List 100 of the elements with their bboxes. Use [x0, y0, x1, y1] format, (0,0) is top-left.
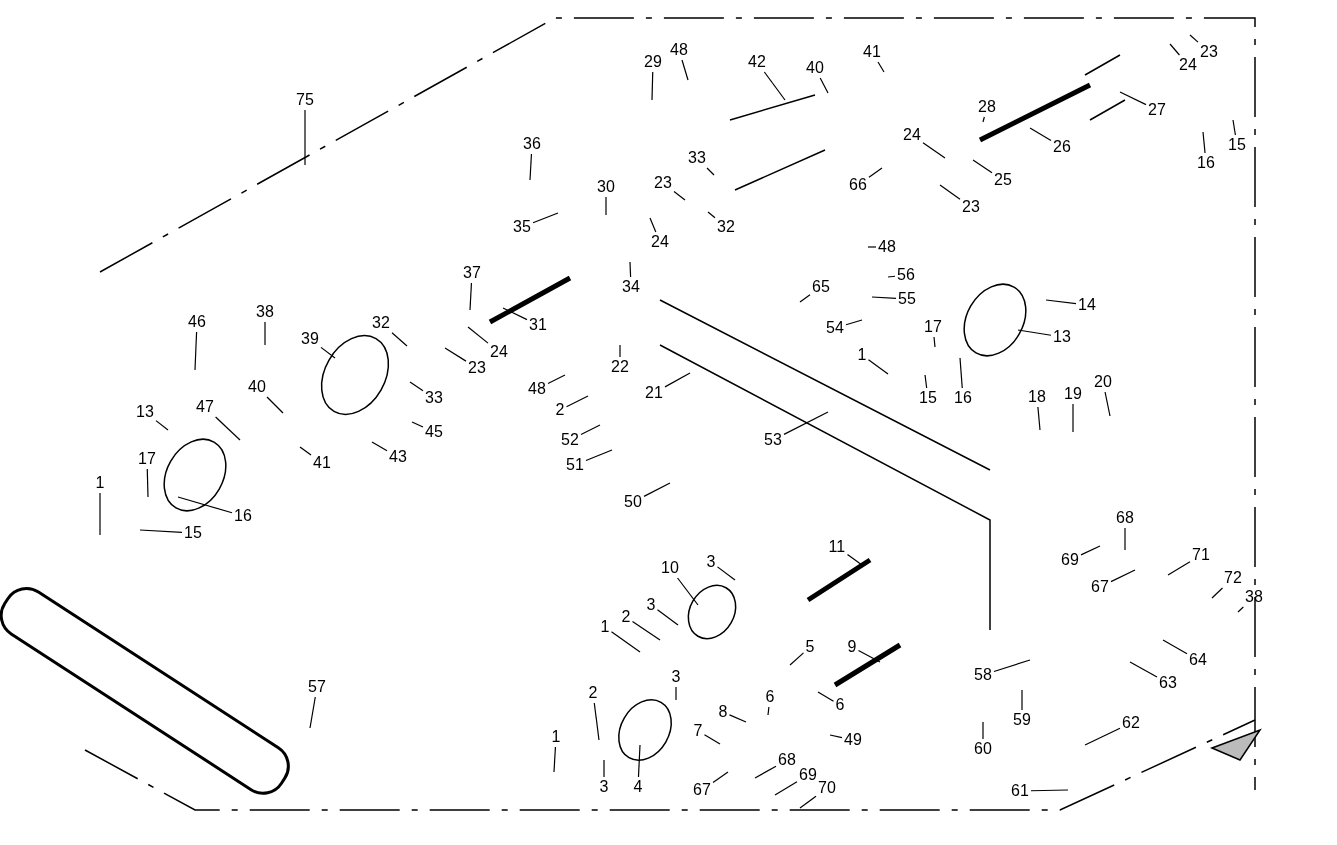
callout-number: 23 [1200, 44, 1218, 60]
callout-number: 40 [248, 379, 266, 395]
leader-line [1232, 119, 1236, 136]
leader-line [982, 721, 984, 740]
leader-line [1045, 299, 1077, 305]
leader-line [215, 416, 241, 441]
callout-number: 42 [748, 54, 766, 70]
leader-line [99, 492, 101, 536]
leader-line [867, 359, 889, 375]
leader-line [547, 374, 566, 385]
leader-line [1124, 527, 1126, 551]
callout-number: 37 [463, 265, 481, 281]
callout-number: 15 [919, 390, 937, 406]
leader-line [264, 321, 266, 346]
leader-line [867, 246, 877, 248]
callout-number: 40 [806, 60, 824, 76]
leader-line [649, 217, 657, 233]
leader-line [593, 702, 600, 741]
callout-number: 53 [764, 432, 782, 448]
leader-line [706, 167, 715, 176]
callout-number: 41 [863, 44, 881, 60]
callout-number: 23 [468, 360, 486, 376]
callout-number: 43 [389, 449, 407, 465]
callout-number: 9 [847, 639, 857, 655]
callout-number: 64 [1189, 652, 1207, 668]
callout-number: 19 [1064, 386, 1082, 402]
leader-line [1021, 689, 1023, 711]
callout-number: 57 [308, 679, 326, 695]
leader-line [610, 631, 641, 653]
leader-line [299, 446, 312, 456]
callout-number: 3 [646, 597, 656, 613]
leader-line [580, 424, 601, 436]
leader-line [309, 696, 316, 729]
callout-number: 15 [184, 525, 202, 541]
callout-number: 17 [924, 319, 942, 335]
leader-line [939, 184, 961, 200]
leader-line [565, 395, 589, 408]
leader-line [664, 372, 691, 388]
leader-line [651, 71, 654, 101]
callout-number: 38 [256, 304, 274, 320]
callout-number: 39 [301, 331, 319, 347]
callout-number: 68 [778, 752, 796, 768]
leader-line [868, 167, 883, 178]
callout-number: 54 [826, 320, 844, 336]
callout-number: 48 [878, 239, 896, 255]
callout-number: 35 [513, 219, 531, 235]
leader-line [177, 496, 233, 514]
leader-line [1211, 587, 1224, 599]
leader-line [799, 795, 817, 809]
callout-number: 55 [898, 291, 916, 307]
leader-line [799, 294, 811, 303]
callout-number: 1 [600, 619, 610, 635]
leader-line [1110, 569, 1136, 583]
leader-line [767, 706, 770, 716]
leader-line [502, 307, 528, 321]
leader-line [1072, 403, 1074, 433]
leader-line [532, 212, 559, 224]
leader-line [829, 734, 843, 739]
leader-line [619, 344, 621, 358]
leader-line [922, 142, 946, 159]
leader-line [371, 441, 388, 452]
callout-number: 71 [1192, 547, 1210, 563]
leader-line [1129, 661, 1158, 678]
callout-number: 3 [706, 554, 716, 570]
callout-number: 27 [1148, 102, 1166, 118]
callout-number: 13 [136, 404, 154, 420]
leader-line [1202, 131, 1206, 154]
callout-number: 52 [561, 432, 579, 448]
callout-number: 18 [1028, 389, 1046, 405]
leader-line [304, 109, 306, 166]
leader-line [789, 652, 805, 666]
leader-line [1029, 127, 1052, 142]
leader-line [391, 332, 408, 347]
callout-number: 6 [765, 689, 775, 705]
leader-line [656, 609, 679, 626]
callout-number: 48 [670, 42, 688, 58]
callout-number: 7 [693, 723, 703, 739]
callout-number: 70 [818, 780, 836, 796]
leader-line [444, 347, 467, 362]
callout-number: 6 [835, 697, 845, 713]
callout-number: 1 [95, 475, 105, 491]
leader-line [1119, 91, 1147, 106]
callout-number: 23 [654, 175, 672, 191]
callout-number: 49 [844, 732, 862, 748]
leader-line [631, 620, 661, 641]
leader-line [707, 211, 716, 219]
callout-number: 1 [857, 347, 867, 363]
leader-line [972, 159, 993, 174]
callout-number: 36 [523, 136, 541, 152]
callout-number: 72 [1224, 570, 1242, 586]
callout-number: 50 [624, 494, 642, 510]
leader-line [139, 529, 183, 533]
callout-number: 63 [1159, 675, 1177, 691]
leader-line [819, 77, 829, 94]
callout-number: 15 [1228, 137, 1246, 153]
callout-number: 48 [528, 381, 546, 397]
leader-line [933, 336, 936, 348]
leader-line [982, 116, 985, 123]
callout-number: 30 [597, 179, 615, 195]
leader-line [1237, 606, 1244, 613]
